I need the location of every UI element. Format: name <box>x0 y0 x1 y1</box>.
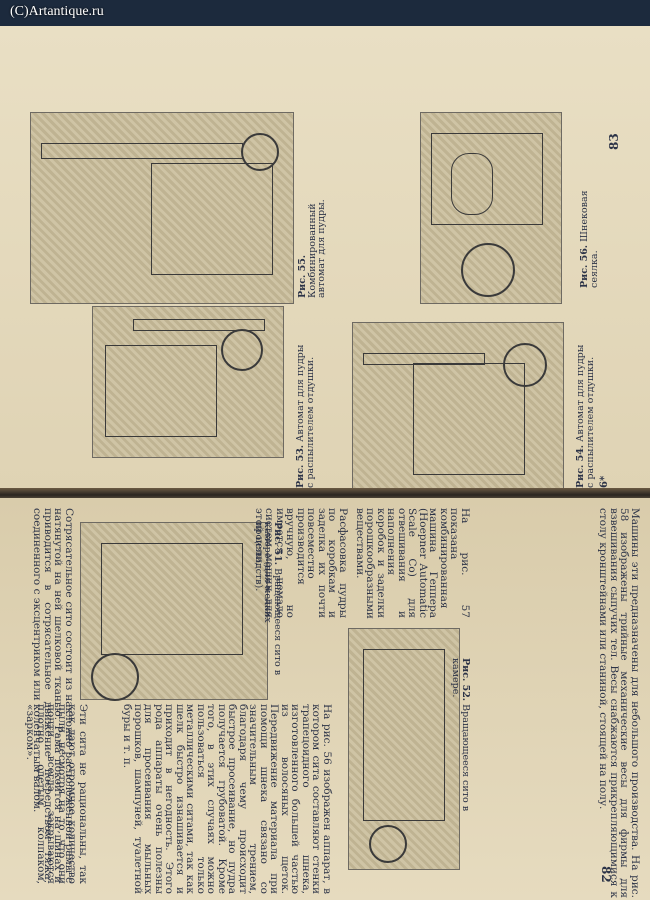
caption-fig-56: Рис. 56. Шнековая сеялка. <box>579 190 600 288</box>
paragraph-6: Машины эти предназначены для небольшого … <box>597 508 642 898</box>
page-number-82: 82 <box>599 866 613 883</box>
caption-fig-53: Рис. 53. Автомат для пудры с распылителе… <box>295 344 316 488</box>
paragraph-5: На рис. 57 показана комбинированная маши… <box>354 508 471 619</box>
caption-fig-51: Рис. 51. Вращающееся сито в камере (для … <box>253 522 283 676</box>
watermark: (C)Artantique.ru <box>10 4 104 19</box>
paragraph-3: На рис. 56 изображен аппарат, в котором … <box>121 704 334 894</box>
figure-55-combined-automaton <box>30 112 294 304</box>
figure-53-powder-automaton <box>92 306 284 458</box>
paragraph-2: Эти сита не рациональны, так как дают ог… <box>24 704 90 884</box>
signature-mark: 6* <box>599 475 610 488</box>
figure-54-powder-automaton <box>352 322 564 492</box>
page-number-83: 83 <box>607 133 621 150</box>
figure-52-rotating-sieve <box>348 628 460 870</box>
caption-fig-55: Рис. 55. Комбинированный автомат для пуд… <box>297 199 327 298</box>
page-83: Рис. 53. Автомат для пудры с распылителе… <box>0 26 650 492</box>
caption-fig-54: Рис. 54. Автомат для пудры с распылителе… <box>575 344 596 488</box>
figure-56-screw-sifter <box>420 112 562 304</box>
caption-fig-52: Рис. 52. Вращающееся сито в камере. <box>450 658 472 812</box>
figure-51-rotating-sieve-small <box>80 522 268 701</box>
page-82: Сотрясательное сито состоит из наклонно … <box>0 498 650 900</box>
